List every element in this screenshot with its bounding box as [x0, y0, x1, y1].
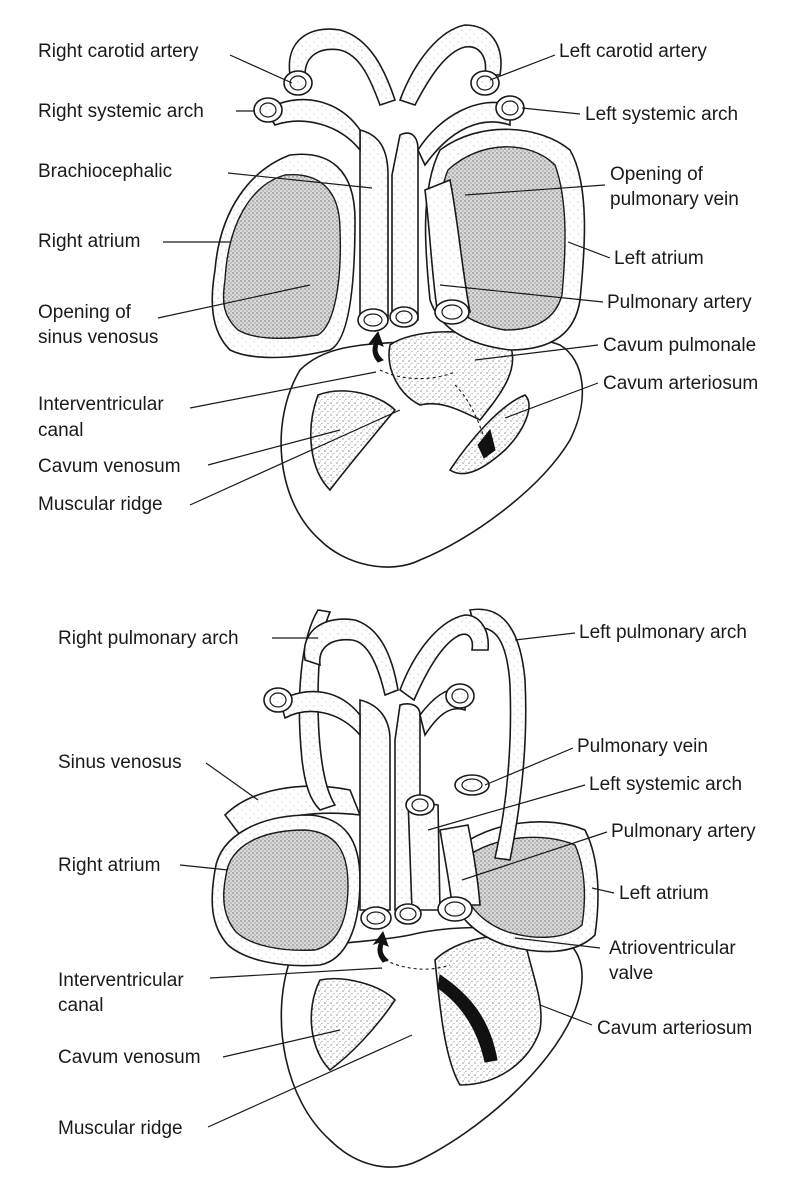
bottom-heart-figure: Right pulmonary arch Sinus venosus Right…	[58, 608, 756, 1168]
top-label-brachiocephalic: Brachiocephalic	[38, 161, 172, 182]
top-label-cavum-pulmonale: Cavum pulmonale	[603, 335, 756, 356]
bottom-leader-left-pulmonary-arch	[514, 632, 576, 641]
top-leader-pulmonary-artery	[439, 284, 604, 303]
top-leader-muscular-ridge	[189, 409, 401, 506]
top-pulmonary-trunk	[424, 178, 471, 316]
bottom-label-left-systemic-arch: Left systemic arch	[589, 774, 742, 795]
top-leader-cavum-arteriosum	[504, 382, 599, 419]
bottom-label-av-valve-2: valve	[609, 963, 653, 984]
top-right-systemic-arch	[263, 98, 361, 153]
top-label-right-carotid-artery: Right carotid artery	[38, 41, 199, 62]
bottom-right-systemic-arch	[279, 690, 361, 738]
bottom-carotid-arch-left	[399, 614, 490, 702]
top-label-opening-sinus-venosus-2: sinus venosus	[38, 327, 158, 348]
top-label-left-atrium: Left atrium	[614, 248, 704, 269]
bottom-label-cavum-arteriosum: Cavum arteriosum	[597, 1018, 752, 1039]
bottom-pulmonary-trunk	[439, 824, 481, 906]
bottom-leader-pulmonary-artery	[461, 831, 608, 881]
top-left-carotid-arch	[398, 24, 502, 106]
bottom-carotid-arch	[303, 618, 399, 697]
top-leader-left-atrium	[567, 241, 611, 259]
bottom-trunk-right	[359, 698, 391, 911]
bottom-leader-left-atrium	[591, 887, 615, 894]
bottom-leader-av-valve	[514, 937, 601, 949]
top-leader-left-systemic	[521, 107, 581, 115]
top-cavum-venosum	[310, 390, 397, 492]
top-leader-pulmonary-vein	[464, 184, 606, 196]
top-canal-arrow	[367, 330, 384, 363]
bottom-label-pulmonary-artery: Pulmonary artery	[611, 821, 756, 842]
bottom-label-left-pulmonary-arch: Left pulmonary arch	[579, 622, 747, 643]
bottom-label-iv-canal-1: Interventricular	[58, 970, 184, 991]
top-label-pulmonary-artery: Pulmonary artery	[607, 292, 752, 313]
top-label-left-systemic-arch: Left systemic arch	[585, 104, 738, 125]
bottom-right-atrium-lumen	[223, 829, 349, 952]
bottom-leader-iv-canal	[209, 967, 383, 979]
top-trunk-right	[359, 128, 389, 321]
top-left-systemic-arch	[417, 101, 511, 167]
top-leader-sinus-venosus	[157, 284, 311, 319]
bottom-label-right-atrium: Right atrium	[58, 855, 160, 876]
top-label-muscular-ridge: Muscular ridge	[38, 494, 163, 515]
bottom-leader-cavum-venosum	[222, 1029, 341, 1058]
top-leader-cavum-venosum	[207, 429, 341, 466]
bottom-leader-cavum-arteriosum	[539, 1004, 593, 1026]
top-label-cavum-arteriosum: Cavum arteriosum	[603, 373, 758, 394]
bottom-leader-left-systemic-arch	[427, 784, 586, 831]
top-leader-right-carotid	[229, 54, 293, 84]
bottom-label-pulmonary-vein: Pulmonary vein	[577, 736, 708, 757]
top-leader-iv-canal	[189, 371, 377, 409]
top-label-right-atrium: Right atrium	[38, 231, 140, 252]
top-label-opening-pulmonary-vein-1: Opening of	[610, 164, 704, 185]
top-dashed-canal	[379, 369, 486, 441]
top-label-iv-canal-2: canal	[38, 420, 83, 441]
bottom-canal-arrow	[372, 930, 389, 963]
top-label-iv-canal-1: Interventricular	[38, 394, 164, 415]
bottom-label-av-valve-1: Atrioventricular	[609, 938, 736, 959]
bottom-label-muscular-ridge: Muscular ridge	[58, 1118, 183, 1139]
top-trunk-left	[391, 132, 419, 321]
bottom-label-cavum-venosum: Cavum venosum	[58, 1047, 201, 1068]
top-label-right-systemic-arch: Right systemic arch	[38, 101, 204, 122]
top-cavum-arteriosum-mark	[477, 428, 496, 459]
bottom-label-right-pulmonary-arch: Right pulmonary arch	[58, 628, 239, 649]
bottom-dashed-canal	[384, 959, 451, 970]
bottom-systemic-trunk	[407, 799, 441, 911]
top-leader-brachiocephalic	[227, 172, 373, 189]
top-label-opening-pulmonary-vein-2: pulmonary vein	[610, 189, 739, 210]
top-label-cavum-venosum: Cavum venosum	[38, 456, 181, 477]
bottom-leader-pulmonary-vein	[484, 747, 574, 786]
top-right-carotid-arch	[288, 28, 397, 107]
bottom-label-sinus-venosus: Sinus venosus	[58, 752, 182, 773]
bottom-label-iv-canal-2: canal	[58, 995, 103, 1016]
bottom-left-pulmonary-arch	[468, 608, 527, 861]
bottom-cavum-arteriosum-mark	[437, 974, 498, 1063]
bottom-leader-sinus-venosus	[205, 762, 259, 801]
bottom-left-atrium-lumen	[463, 836, 586, 939]
top-leader-cavum-pulmonale	[474, 344, 599, 361]
bottom-label-left-atrium: Left atrium	[619, 883, 709, 904]
top-leader-left-carotid	[489, 54, 556, 81]
bottom-leader-right-atrium	[179, 864, 229, 871]
top-heart-figure: Right carotid artery Right systemic arch…	[38, 24, 758, 568]
bottom-leader-muscular-ridge	[207, 1034, 413, 1128]
top-label-opening-sinus-venosus-1: Opening of	[38, 302, 132, 323]
top-label-left-carotid-artery: Left carotid artery	[559, 41, 707, 62]
bottom-cavum-venosum	[310, 977, 397, 1072]
